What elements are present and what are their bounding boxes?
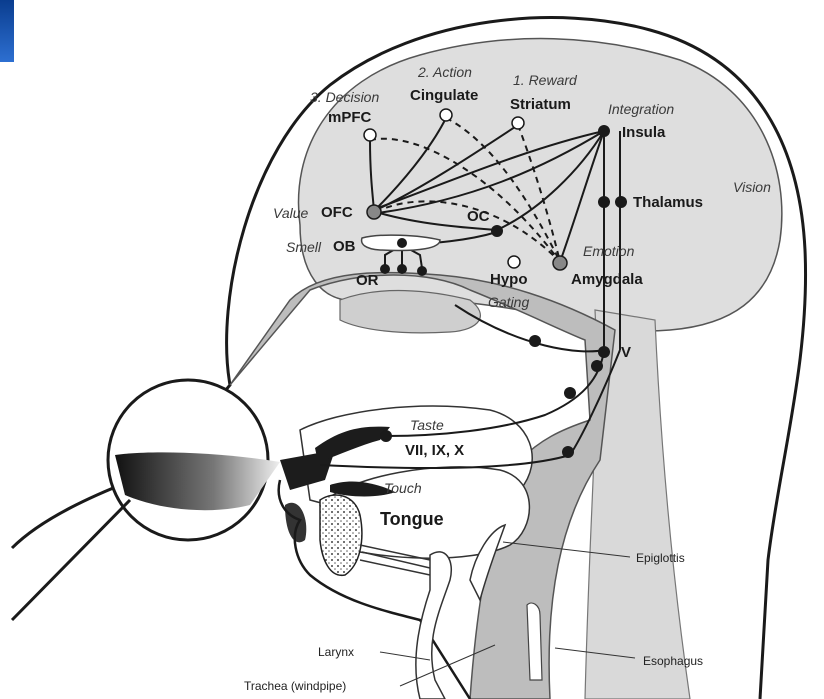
epiglottis-label: Epiglottis [636,552,685,564]
nerve-node-a [529,335,541,347]
insula-node [598,125,610,137]
thalamus-label: Thalamus [633,195,703,210]
trachea-label: Trachea (windpipe) [244,680,346,692]
mpfc-node [364,129,376,141]
insula-label: Insula [622,125,665,140]
or-node-b [397,264,407,274]
amygdala-label: Amygdala [571,272,643,287]
tongue-label: Tongue [380,510,444,528]
integration-label: Integration [608,102,674,116]
or-node-c [417,266,427,276]
oc-node [491,225,503,237]
cingulate-label: Cingulate [410,88,478,103]
ob-node-top [397,238,407,248]
v-label: V [621,345,631,360]
cingulate-node [440,109,452,121]
ob-label: OB [333,239,356,254]
striatum-label: Striatum [510,97,571,112]
nerve-node-b [564,387,576,399]
mpfc-label: mPFC [328,110,371,125]
jaw-bone [320,495,362,575]
value-label: Value [273,206,308,220]
taste-label: Taste [410,418,444,432]
v-node-b [591,360,603,372]
reward-label: 1. Reward [513,73,577,87]
ofc-label: OFC [321,205,353,220]
glass-stem [12,500,130,620]
thalamus-node-a [598,196,610,208]
nerve-node-c [562,446,574,458]
smell-label: Smell [286,240,321,254]
larynx-label: Larynx [318,646,354,658]
gating-label: Gating [488,295,529,309]
v-node-a [598,346,610,358]
or-label: OR [356,273,379,288]
emotion-label: Emotion [583,244,634,258]
vision-label: Vision [733,180,771,194]
striatum-node [512,117,524,129]
decision-label: 3. Decision [310,90,379,104]
or-node-a [380,264,390,274]
oc-label: OC [467,209,490,224]
touch-label: Touch [384,481,422,495]
taste-node [380,430,392,442]
ofc-node [367,205,381,219]
esophagus-label: Esophagus [643,655,703,667]
hypo-label: Hypo [490,272,528,287]
thalamus-node-b [615,196,627,208]
cranial-nerves-label: VII, IX, X [405,443,464,458]
esophagus-shape [527,603,542,680]
hypo-node [508,256,520,268]
amygdala-node [553,256,567,270]
action-label: 2. Action [418,65,472,79]
